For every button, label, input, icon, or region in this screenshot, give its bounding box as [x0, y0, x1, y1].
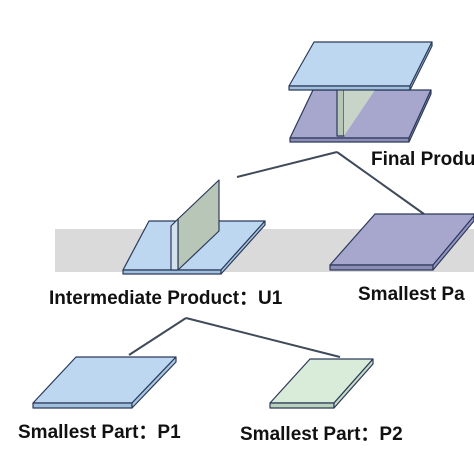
p2-plate-front: [269, 402, 335, 409]
connector-final-to-u1: [236, 151, 338, 178]
smallest-part-p1-label: Smallest Part：P1: [18, 422, 181, 443]
intermediate-product-assembly: [122, 179, 266, 275]
p1-plate-side: [131, 356, 177, 409]
final-bottom-flange-side: [408, 89, 432, 143]
intermediate-product-label: Intermediate Product：U1: [49, 288, 283, 309]
final-bottom-flange-front: [289, 137, 410, 143]
smallest-part-right-plate: [329, 213, 474, 271]
final-product-label: Final Produ: [371, 149, 474, 170]
connector-final-to-part: [336, 151, 425, 215]
u1-base-plate-side: [220, 220, 266, 275]
final-top-flange-side: [409, 41, 433, 91]
smallest-part-p2-label: Smallest Part：P2: [240, 424, 403, 445]
right-plate-side: [432, 215, 474, 271]
p2-plate-side: [333, 358, 374, 409]
connector-u1-to-p2: [185, 317, 341, 358]
u1-web-edge: [170, 218, 179, 271]
right-plate-front: [329, 264, 434, 271]
final-top-flange-top: [288, 41, 433, 87]
connector-u1-to-p1: [128, 317, 187, 356]
connector-lines: [128, 151, 425, 358]
final-top-flange-front: [288, 85, 411, 91]
p1-plate-front: [32, 402, 133, 409]
final-web-face: [344, 84, 375, 136]
smallest-part-p1-plate: [32, 356, 177, 409]
final-product-assembly: [288, 41, 433, 143]
smallest-part-right-label: Smallest Pa: [358, 284, 465, 305]
smallest-part-p2-plate: [269, 358, 374, 409]
final-web: [336, 83, 345, 137]
